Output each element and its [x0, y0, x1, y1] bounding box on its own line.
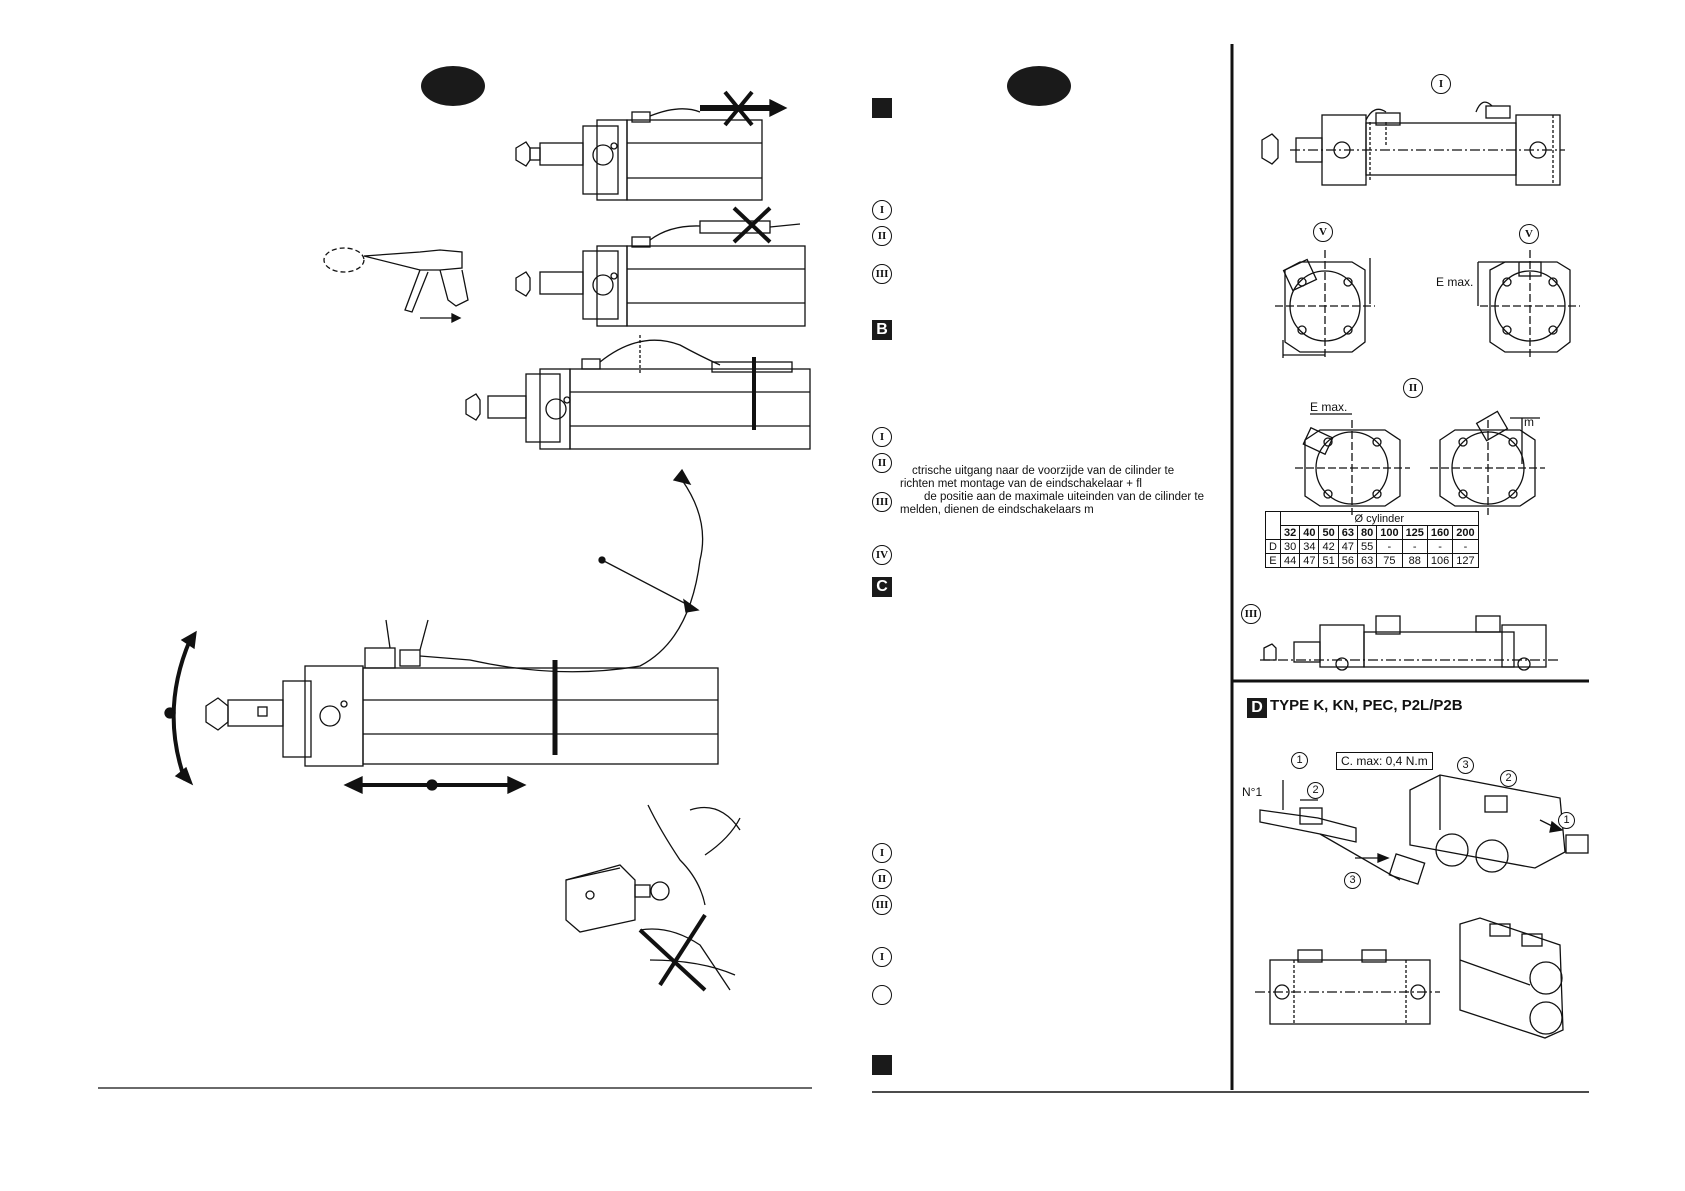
column-header: 200: [1452, 525, 1479, 540]
cylinder-dimension-table: Ø cylinder 32 40 50 63 80 100 125 160 20…: [1265, 511, 1479, 568]
roman-marker: III: [872, 492, 892, 512]
roman-marker: V: [1519, 224, 1539, 244]
step-number: 2: [1500, 770, 1517, 787]
table-row: D 30 34 42 47 55 - - - -: [1265, 539, 1479, 554]
roman-marker: [872, 985, 892, 1005]
cable-tie-tool: [323, 247, 469, 324]
column-header: 40: [1299, 525, 1320, 540]
step-number: 1: [1558, 812, 1575, 829]
screw-number-label: N°1: [1242, 785, 1263, 799]
cylinder-drawing-right-top: [1261, 101, 1565, 186]
table-caption: Ø cylinder: [1280, 511, 1479, 526]
language-badge-right: [1007, 66, 1071, 106]
section-d-title: TYPE K, KN, PEC, P2L/P2B: [1270, 697, 1463, 714]
table-cell: -: [1426, 539, 1454, 554]
table-cell: 88: [1401, 553, 1428, 568]
cylinder-drawing-d-bottom: [1255, 949, 1440, 1025]
table-cell: -: [1452, 539, 1479, 554]
table-cell: 75: [1376, 553, 1403, 568]
roman-marker: I: [872, 947, 892, 967]
table-cell: -: [1401, 539, 1428, 554]
table-cell: 34: [1299, 539, 1320, 554]
table-row: E 44 47 51 56 63 75 88 106 127: [1265, 553, 1479, 568]
column-header: 100: [1376, 525, 1403, 540]
table-cell: 42: [1318, 539, 1339, 554]
table-cell: 56: [1337, 553, 1358, 568]
roman-marker: III: [872, 264, 892, 284]
step-number: 3: [1457, 757, 1474, 774]
section-mark-d: D: [1247, 698, 1267, 718]
roman-marker: IV: [872, 545, 892, 565]
table-cell: 47: [1299, 553, 1320, 568]
table-cell: -: [1376, 539, 1403, 554]
row-label: D: [1265, 539, 1281, 554]
roman-marker: II: [872, 226, 892, 246]
table-cell: 30: [1279, 539, 1301, 554]
connector-tightening-drawing: [565, 804, 741, 991]
paragraph-section-b: ctrische uitgang naar de voorzijde van d…: [900, 465, 1222, 517]
end-view-left: [1275, 250, 1375, 360]
roman-marker: II: [872, 869, 892, 889]
column-header: 32: [1279, 525, 1301, 540]
table-cell: 55: [1356, 539, 1378, 554]
paragraph-line: richten met montage van de eindschakelaa…: [900, 478, 1142, 490]
table-header-row: 32 40 50 63 80 100 125 160 200: [1265, 525, 1479, 540]
torque-spec-label: C. max: 0,4 N.m: [1336, 752, 1433, 770]
table-caption-row: Ø cylinder: [1265, 511, 1479, 526]
step-number: 2: [1307, 782, 1324, 799]
table-cell: 51: [1318, 553, 1339, 568]
section-mark-c: C: [872, 577, 892, 597]
cylinder-drawing-top: [515, 108, 763, 201]
cylinder-drawing-large: [205, 468, 719, 767]
roman-marker: III: [872, 895, 892, 915]
row-label: E: [1265, 553, 1281, 568]
column-header: 160: [1426, 525, 1454, 540]
end-view-ii-right: [1430, 410, 1545, 515]
sensor-mounting-drawing: [1259, 780, 1426, 885]
roman-marker: III: [1241, 604, 1261, 624]
column-header: 50: [1318, 525, 1339, 540]
table-cell: 47: [1337, 539, 1358, 554]
table-cell: 106: [1426, 553, 1454, 568]
column-header: 125: [1401, 525, 1428, 540]
step-number: 3: [1344, 872, 1361, 889]
roman-marker: I: [872, 200, 892, 220]
step-number: 1: [1291, 752, 1308, 769]
m-dimension-label: m: [1524, 415, 1534, 429]
section-mark-b: B: [872, 320, 892, 340]
end-view-ii-left: [1295, 413, 1410, 515]
roman-marker: II: [872, 453, 892, 473]
end-view-right: [1477, 250, 1580, 360]
paragraph-line: melden, dienen de eindschakelaars m: [900, 504, 1094, 516]
e-max-label: E max.: [1310, 400, 1348, 414]
paragraph-line: ctrische uitgang naar de voorzijde van d…: [912, 465, 1175, 477]
roman-marker: V: [1313, 222, 1333, 242]
paragraph-line: de positie aan de maximale uiteinden van…: [924, 491, 1205, 503]
cylinder-drawing-second: [515, 220, 806, 327]
section-mark-e: [872, 1055, 892, 1075]
roman-marker: I: [1431, 74, 1451, 94]
column-header: 80: [1356, 525, 1378, 540]
table-cell: 127: [1452, 553, 1479, 568]
table-cell: 44: [1279, 553, 1301, 568]
profile-tube-drawing: [1459, 917, 1564, 1039]
language-badge-left: [421, 66, 485, 106]
cylinder-drawing-third: [465, 335, 811, 450]
table-cell: 63: [1356, 553, 1378, 568]
roman-marker: II: [1403, 378, 1423, 398]
e-max-label: E max.: [1436, 275, 1474, 289]
section-mark-a: [872, 98, 892, 118]
cylinder-drawing-iii: [1260, 615, 1560, 671]
column-header: 63: [1337, 525, 1358, 540]
profile-cylinder-drawing: [1409, 774, 1589, 873]
roman-marker: I: [872, 427, 892, 447]
roman-marker: I: [872, 843, 892, 863]
